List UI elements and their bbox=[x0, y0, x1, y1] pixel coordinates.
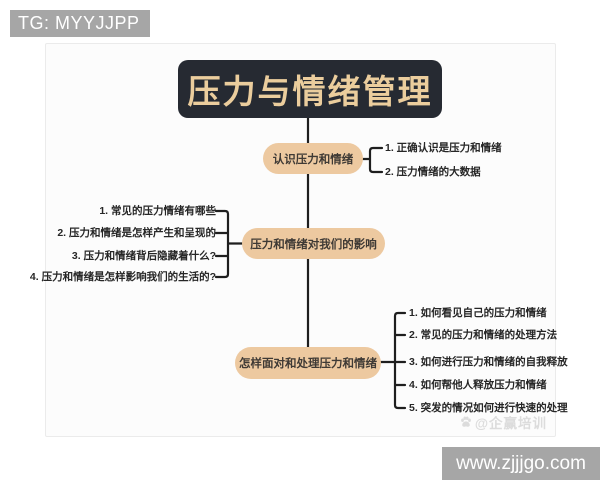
branch-node-know-stress: 认识压力和情绪 bbox=[263, 143, 363, 174]
corner-watermark-text: @企赢培训 bbox=[474, 416, 547, 431]
leaf-item: 1. 正确认识是压力和情绪 bbox=[385, 142, 502, 154]
leaf-item: 5. 突发的情况如何进行快速的处理 bbox=[409, 402, 568, 414]
leaf-item: 4. 如何帮他人释放压力和情绪 bbox=[409, 379, 547, 391]
leaf-item: 3. 如何进行压力和情绪的自我释放 bbox=[409, 356, 568, 368]
leaf-item: 1. 如何看见自己的压力和情绪 bbox=[409, 307, 547, 319]
mindmap-root-title: 压力与情绪管理 bbox=[178, 60, 442, 118]
leaf-item: 2. 压力情绪的大数据 bbox=[385, 166, 481, 178]
branch-node-stress-impact: 压力和情绪对我们的影响 bbox=[242, 228, 385, 259]
branch-node-handle-stress: 怎样面对和处理压力和情绪 bbox=[235, 347, 381, 379]
paw-icon bbox=[460, 416, 471, 427]
tg-watermark-badge: TG: MYYJJPP bbox=[10, 10, 150, 37]
corner-watermark: @企赢培训 bbox=[459, 412, 547, 432]
leaf-item: 3. 压力和情绪背后隐藏着什么? bbox=[71, 250, 216, 262]
leaf-item: 2. 压力和情绪是怎样产生和呈现的 bbox=[57, 227, 216, 239]
leaf-item: 4. 压力和情绪是怎样影响我们的生活的? bbox=[29, 271, 216, 283]
leaf-item: 2. 常见的压力和情绪的处理方法 bbox=[409, 329, 558, 341]
leaf-item: 1. 常见的压力情绪有哪些 bbox=[99, 205, 216, 217]
site-url-banner: www.zjjjgo.com bbox=[442, 447, 600, 480]
